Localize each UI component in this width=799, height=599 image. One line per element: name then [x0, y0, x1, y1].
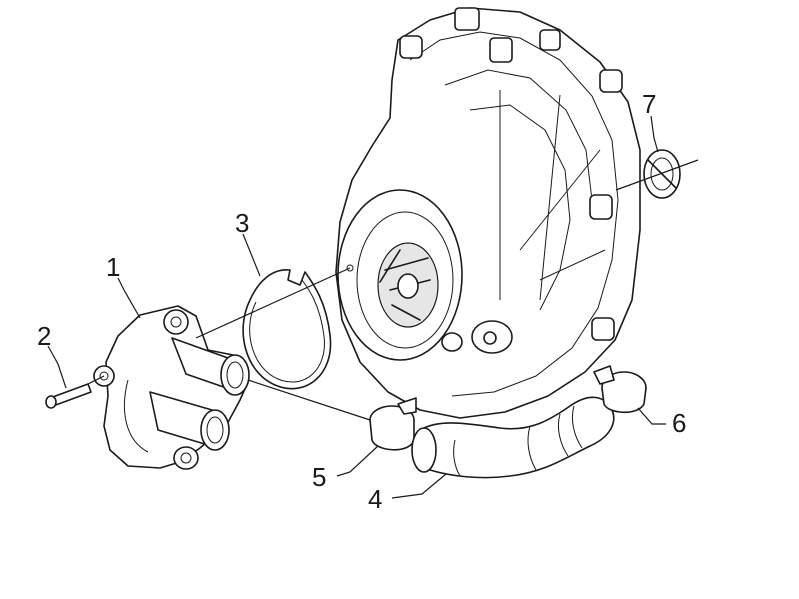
callout-label-5: 5	[312, 462, 326, 492]
seal-ring-part-7	[615, 149, 699, 199]
impeller	[379, 249, 431, 321]
callout-leader-7	[650, 115, 659, 153]
callout-label-7: 7	[642, 89, 656, 119]
callout-leader-2	[47, 345, 67, 389]
pump-cover-part-1	[93, 305, 250, 470]
engine-cover	[335, 7, 641, 419]
callout-label-3: 3	[235, 208, 249, 238]
gasket-o-ring-part-3	[242, 269, 332, 390]
callout-label-2: 2	[37, 321, 51, 351]
assembly-line	[247, 379, 371, 421]
bolt-part-2	[45, 383, 92, 409]
callout-leader-6	[637, 407, 666, 425]
callout-label-6: 6	[672, 408, 686, 438]
hose-clamp-part-5	[369, 397, 417, 451]
hose-clamp-part-6	[593, 365, 647, 414]
assembly-line	[195, 267, 351, 339]
callout-leader-1	[117, 277, 141, 319]
callout-leader-5	[336, 445, 379, 477]
callout-leader-3	[242, 233, 261, 277]
assembly-line	[87, 375, 105, 385]
coolant-hose-part-4	[411, 396, 615, 479]
callout-label-4: 4	[368, 484, 382, 514]
callout-label-1: 1	[106, 252, 120, 282]
callout-leader-4	[391, 473, 447, 499]
